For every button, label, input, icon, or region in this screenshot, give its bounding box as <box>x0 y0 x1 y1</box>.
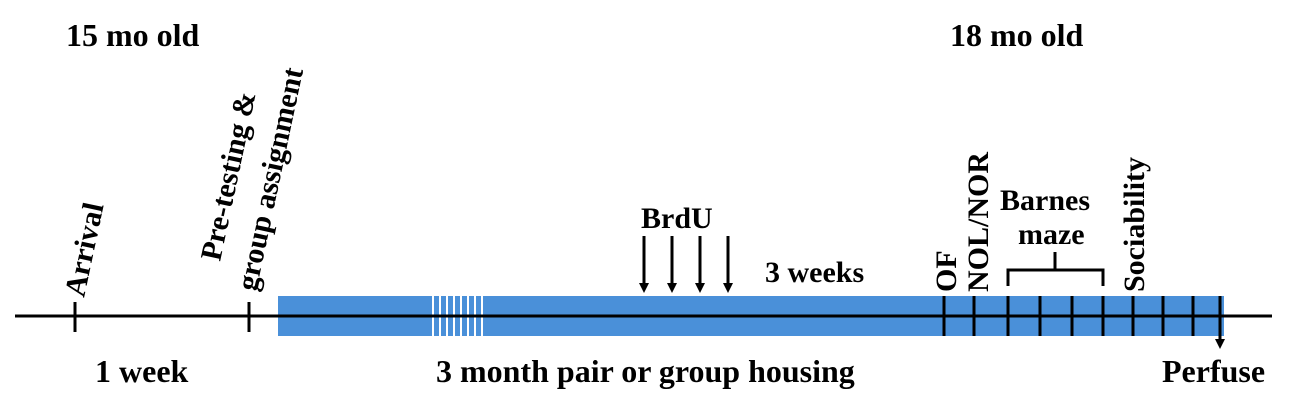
perfuse-label: Perfuse <box>1162 353 1265 389</box>
barnes-label-line1: Barnes <box>1000 184 1090 217</box>
brdu-arrows <box>639 236 733 293</box>
nol-nor-label: NOL/NOR <box>962 152 995 292</box>
sociability-label: Sociability <box>1118 157 1151 292</box>
barnes-bracket <box>1006 252 1105 286</box>
housing-label: 3 month pair or group housing <box>436 353 855 389</box>
start-age-label: 15 mo old <box>66 17 200 53</box>
one-week-label: 1 week <box>95 353 189 389</box>
brdu-label: BrdU <box>641 202 713 235</box>
arrival-label: Arrival <box>59 200 111 300</box>
barnes-label-line2: maze <box>1018 218 1085 251</box>
three-weeks-label: 3 weeks <box>765 256 864 289</box>
end-age-label: 18 mo old <box>950 17 1084 53</box>
of-label: OF <box>930 250 963 292</box>
timeline-ticks <box>73 296 1195 336</box>
